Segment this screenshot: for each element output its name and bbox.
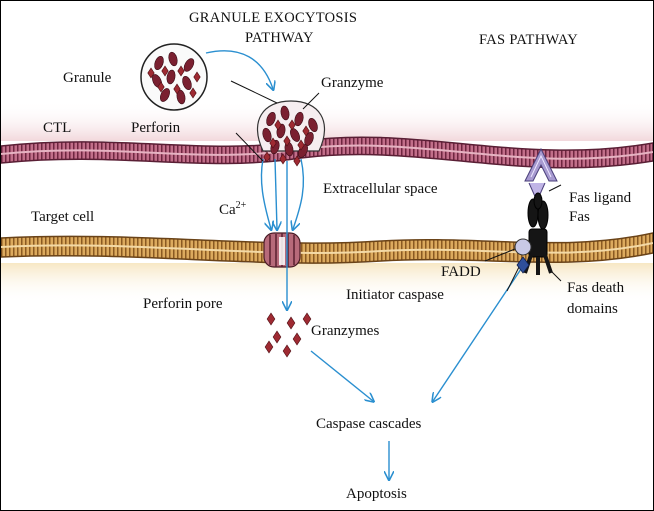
- granzyme-molecule: [302, 125, 310, 137]
- granzyme-molecule: [282, 344, 292, 358]
- vesicle-contents: [262, 105, 318, 167]
- free-granzymes: [264, 312, 312, 358]
- perforin-molecule: [160, 88, 170, 102]
- calcium-symbol: Ca: [219, 202, 236, 218]
- perforin-molecule: [154, 55, 164, 71]
- granzyme-molecule: [269, 137, 277, 149]
- granzyme-molecule: [272, 330, 282, 344]
- granzyme-molecule: [302, 312, 312, 326]
- calcium-charge: 2+: [235, 200, 247, 211]
- granzyme-molecule: [264, 340, 274, 354]
- fas-death-domains-label: Fas death: [567, 280, 625, 296]
- granzyme-molecule: [173, 83, 181, 95]
- perforin-molecule: [280, 105, 290, 121]
- granzyme-molecule: [279, 153, 287, 165]
- perforin-molecule: [182, 75, 192, 91]
- granzyme-molecule: [274, 119, 282, 131]
- granzyme-molecule: [293, 155, 301, 167]
- perforin-molecule: [183, 58, 195, 72]
- granzyme-molecule: [283, 135, 291, 147]
- fas-ligand-label: Fas ligand: [569, 190, 632, 206]
- apoptosis-label: Apoptosis: [346, 486, 407, 502]
- granzyme-molecule: [193, 71, 201, 83]
- granule-pathway-title: GRANULE EXOCYTOSIS: [189, 10, 358, 26]
- granule-pathway-title-line2: PATHWAY: [245, 30, 314, 46]
- arrow-perforin-2: [275, 158, 277, 229]
- caspase-cascades-label: Caspase cascades: [316, 416, 422, 432]
- perforin-label: Perforin: [131, 120, 181, 136]
- target-membrane-core: [1, 242, 653, 254]
- exocytosis-vesicle: [256, 100, 326, 167]
- target-cell-membrane: [1, 232, 653, 264]
- perforin-molecule: [262, 127, 272, 143]
- perforin-pore: [263, 232, 301, 268]
- arrow-granule-to-membrane: [205, 50, 273, 89]
- granzyme-molecule: [189, 87, 197, 99]
- fas-label: Fas: [569, 209, 590, 225]
- granzyme-molecule: [266, 312, 276, 326]
- fas-pathway-title: FAS PATHWAY: [479, 32, 579, 48]
- perforin-molecule: [308, 117, 318, 133]
- granzymes-label: Granzymes: [311, 323, 380, 339]
- fas-complex: [514, 147, 558, 275]
- arrow-perforin-1: [260, 158, 271, 229]
- granzyme-molecule: [288, 119, 296, 131]
- perforin-molecule: [168, 51, 178, 67]
- perforin-molecule: [266, 111, 276, 127]
- fas-death-domains-label-line2: domains: [567, 301, 618, 317]
- granzyme-molecule: [297, 139, 305, 151]
- target-cell-label: Target cell: [31, 209, 95, 225]
- perforin-pore-label: Perforin pore: [143, 296, 223, 312]
- granzyme-molecule: [292, 332, 302, 346]
- arrow-fas-to-cascade: [433, 268, 522, 401]
- granule: [140, 43, 208, 111]
- fadd-protein: [514, 238, 532, 256]
- fas-receptor: [523, 192, 553, 275]
- leader-lines: [230, 80, 562, 292]
- pathway-arrows: [205, 50, 522, 479]
- arrow-granzymes-to-cascade: [310, 350, 373, 401]
- ctl-label: CTL: [43, 120, 72, 136]
- perforin-molecule: [294, 111, 304, 127]
- extracellular-space-label: Extracellular space: [323, 181, 438, 197]
- granzyme-molecule: [286, 316, 296, 330]
- granzyme-molecule: [157, 81, 165, 93]
- granzyme-molecule: [177, 65, 185, 77]
- granzyme-molecule: [263, 151, 271, 163]
- fadd-label: FADD: [441, 264, 481, 280]
- arrow-perforin-3: [293, 158, 305, 229]
- target-cytoplasm-glow: [1, 263, 653, 303]
- granzyme-molecule: [147, 67, 155, 79]
- granule-label: Granule: [63, 70, 112, 86]
- granzyme-label: Granzyme: [321, 75, 384, 91]
- ctl-membrane: [1, 136, 653, 169]
- initiator-caspase-shape: [516, 256, 530, 274]
- perforin-molecule: [166, 69, 176, 85]
- granule-contents: [147, 51, 201, 105]
- initiator-caspase-label: Initiator caspase: [346, 287, 444, 303]
- ctl-cytoplasm-glow: [1, 101, 653, 141]
- granzyme-molecule: [161, 65, 169, 77]
- calcium-label: Ca2+: [219, 201, 246, 218]
